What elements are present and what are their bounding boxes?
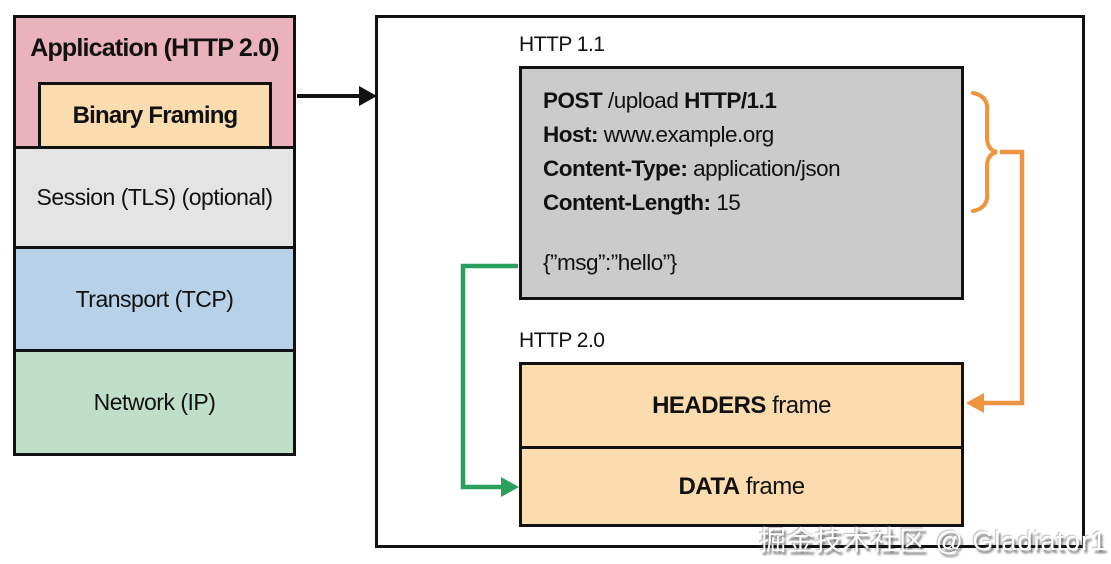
data-frame-label-rest: frame: [739, 472, 805, 500]
layer-network-label: Network (IP): [93, 389, 216, 415]
request-path: /upload: [602, 88, 685, 113]
request-version: HTTP/1.1: [684, 88, 777, 113]
data-frame-box: DATA frame: [519, 446, 964, 527]
headers-frame-box: HEADERS frame: [519, 362, 964, 449]
http20-label: HTTP 2.0: [519, 329, 605, 352]
data-frame-label: DATA frame: [678, 472, 805, 501]
headers-frame-label-bold: HEADERS: [652, 391, 766, 419]
request-line-start: POST /upload HTTP/1.1: [543, 84, 961, 118]
content-type-header-name: Content-Type:: [543, 156, 688, 181]
content-length-header-value: 15: [710, 190, 741, 215]
stack-to-panel-arrow: [297, 86, 377, 106]
http11-label: HTTP 1.1: [519, 33, 605, 56]
request-body-json: {”msg”:”hello”}: [543, 250, 677, 275]
layer-transport-tcp: Transport (TCP): [13, 246, 296, 352]
request-line-host: Host: www.example.org: [543, 118, 961, 152]
request-method: POST: [543, 88, 603, 113]
layer-session-label: Session (TLS) (optional): [36, 184, 274, 210]
host-header-value: www.example.org: [598, 122, 775, 147]
binary-framing-box: Binary Framing: [38, 82, 272, 149]
layer-network-ip: Network (IP): [13, 349, 296, 456]
content-length-header-name: Content-Length:: [543, 190, 711, 215]
layer-transport-label: Transport (TCP): [75, 285, 234, 312]
binary-framing-label: Binary Framing: [72, 101, 239, 129]
content-type-header-value: application/json: [687, 156, 841, 181]
headers-frame-label: HEADERS frame: [652, 392, 831, 420]
http11-request-box: POST /upload HTTP/1.1 Host: www.example.…: [519, 66, 964, 300]
host-header-name: Host:: [543, 122, 599, 147]
request-line-content-length: Content-Length: 15: [543, 186, 961, 220]
layer-session-tls: Session (TLS) (optional): [13, 146, 296, 249]
watermark-text: 掘金技术社区 @ Gladiator1: [759, 526, 1107, 556]
request-line-content-type: Content-Type: application/json: [543, 152, 961, 186]
data-frame-label-bold: DATA: [678, 472, 740, 500]
layer-application-label: Application (HTTP 2.0): [30, 34, 279, 62]
headers-frame-label-rest: frame: [765, 391, 831, 419]
